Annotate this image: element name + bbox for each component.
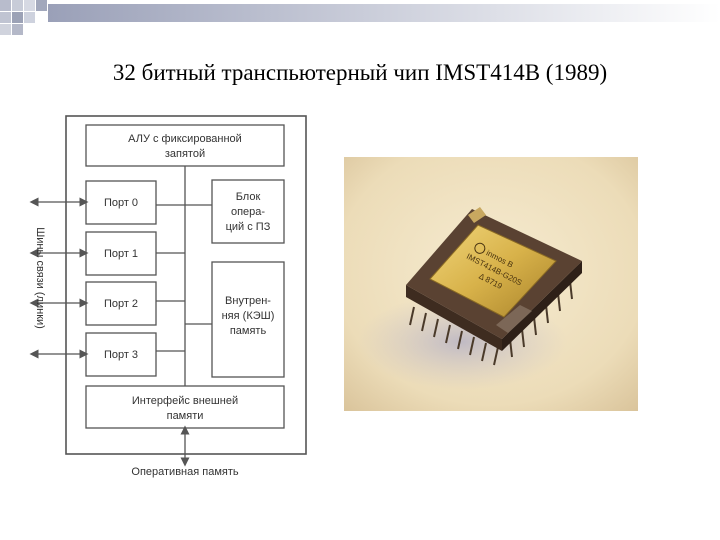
deco-square [12, 0, 23, 11]
alu-label-1: АЛУ с фиксированной [128, 133, 242, 145]
inmos-logo-icon [474, 242, 486, 254]
port-2-label: Порт 2 [104, 298, 138, 310]
port-3-block [85, 332, 157, 377]
transputer-block-diagram: АЛУ с фиксированной запятой Порт 0 Порт … [29, 115, 307, 478]
deco-square [0, 0, 11, 11]
port-0-block [85, 180, 157, 225]
deco-square [24, 0, 35, 11]
package-side-right [502, 261, 582, 351]
package-side-left [406, 285, 502, 351]
package-corner-mark [468, 207, 486, 223]
port-0-label: Порт 0 [104, 197, 138, 209]
chip-photo: inmos B IMST414B-G20S Δ 8719 [344, 157, 638, 411]
package-label [496, 305, 532, 333]
deco-square [0, 24, 11, 35]
alu-block [85, 124, 285, 167]
cache-label-1: Внутрен- [225, 295, 271, 307]
alu-label-2: запятой [165, 148, 205, 160]
deco-square [24, 12, 35, 23]
cache-label-3: память [230, 325, 267, 337]
deco-square [36, 0, 47, 11]
title-decoration [0, 0, 720, 35]
deco-square [12, 12, 23, 23]
memory-interface-label-2: памяти [167, 410, 204, 422]
port-1-block [85, 231, 157, 276]
fpu-label-2: опера- [231, 206, 265, 218]
deco-bar [48, 4, 720, 22]
deco-square [0, 12, 11, 23]
memory-interface-label-1: Интерфейс внешней [132, 395, 238, 407]
ram-label: Оперативная память [131, 466, 238, 478]
fpu-label-1: Блок [236, 191, 261, 203]
slide-title: 32 битный транспьютерный чип IMST414B (1… [112, 60, 608, 85]
fpu-block [211, 179, 285, 244]
port-1-label: Порт 1 [104, 248, 138, 260]
port-2-block [85, 281, 157, 326]
cache-block [211, 261, 285, 378]
cache-label-2: няя (КЭШ) [222, 310, 275, 322]
bus-label: Шины связи (линки) [34, 227, 46, 329]
fpu-label-3: ций с ПЗ [226, 221, 271, 233]
port-3-label: Порт 3 [104, 349, 138, 361]
deco-square [12, 24, 23, 35]
gold-lid [429, 224, 557, 318]
